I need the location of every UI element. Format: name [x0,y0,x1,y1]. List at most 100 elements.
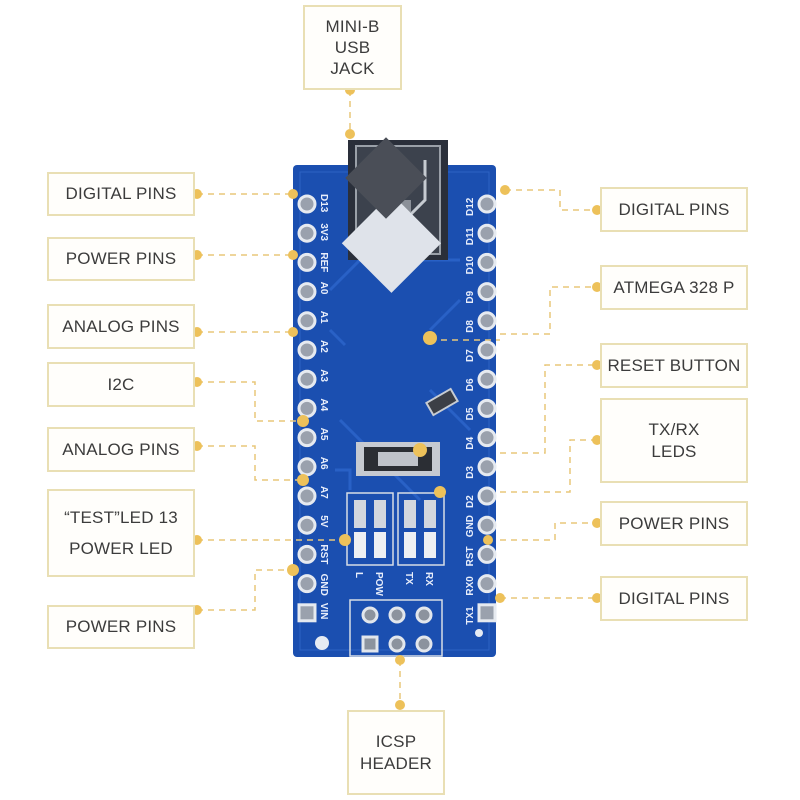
pin-label: A5 [318,428,329,441]
label-text: DIGITAL PINS [618,199,730,219]
pin-pad [297,457,317,477]
pin-pad [477,544,497,564]
pin-label: D10 [465,256,476,275]
pin-pad [297,398,317,418]
pin-label: 3V3 [318,223,329,241]
pin-label: D6 [465,378,476,391]
pin-pad [297,340,317,360]
label-usb-jack: MINI-B USB JACK [303,5,402,90]
label-text: I2C [107,374,135,394]
pin-label: GND [318,574,329,596]
pin-label: GND [465,515,476,537]
pin-pad [297,369,317,389]
label-text: RESET BUTTON [607,355,741,375]
label-left-analog-pins-2: ANALOG PINS [47,427,195,472]
label-text: JACK [330,59,375,79]
pin-label: TX1 [465,606,476,625]
label-text: ANALOG PINS [62,316,180,336]
label-text: LEDS [651,441,697,461]
right-pin-header [477,194,497,623]
label-text: ANALOG PINS [62,439,180,459]
label-right-atmega328p: ATMEGA 328 P [600,265,748,310]
reset-button [356,442,440,476]
pin-pad [477,457,497,477]
pin-pad [477,515,497,535]
pin-label: A1 [318,311,329,324]
pin-pad [477,486,497,506]
pin-pad [297,603,317,623]
pin-pad [477,369,497,389]
pin-label: A4 [318,398,329,411]
label-text: POWER PINS [618,513,730,533]
pin-pad [297,311,317,331]
label-right-digital-pins-bottom: DIGITAL PINS [600,576,748,621]
led-label: POW [373,572,384,596]
label-right-digital-pins-top: DIGITAL PINS [600,187,748,232]
pin-label: D7 [465,349,476,362]
label-text: POWER PINS [65,617,177,637]
label-text: ICSP [375,732,417,752]
label-right-reset-button: RESET BUTTON [600,343,748,388]
pin-label: A0 [318,282,329,295]
pin-pad [477,194,497,214]
pin-label: A3 [318,369,329,382]
label-text: USB [334,37,371,57]
led-label: RX [423,572,434,586]
mounting-hole [475,629,483,637]
label-text: MINI-B [325,16,380,36]
pin-pad [477,603,497,623]
pin-pad [297,544,317,564]
pin-label: A7 [318,486,329,499]
pin-pad [477,574,497,594]
pin-label: D8 [465,320,476,333]
label-left-test-led-power-led: “TEST”LED 13 POWER LED [47,489,195,577]
pin-label: D12 [465,197,476,216]
pin-pad [297,223,317,243]
label-icsp-header: ICSP HEADER [347,710,445,795]
pin-label: RX0 [465,576,476,596]
pin-pad [477,428,497,448]
label-right-power-pins: POWER PINS [600,501,748,546]
led-labels: L POW TX RX [353,572,434,596]
mounting-hole [315,636,329,650]
label-right-tx-rx-leds: TX/RX LEDS [600,398,748,483]
label-text: POWER LED [69,539,173,558]
label-text: POWER PINS [65,249,177,269]
pin-pad [477,223,497,243]
pin-label: REF [318,252,329,272]
pin-pad [477,252,497,272]
pin-label: D13 [318,194,329,213]
label-left-power-pins-bottom: POWER PINS [47,605,195,649]
atmega328p-chip [341,137,442,293]
pin-label: D9 [465,290,476,303]
pin-pad [297,428,317,448]
label-text: DIGITAL PINS [65,184,177,204]
connector-lines [197,90,597,705]
pin-pad [477,311,497,331]
pin-pad [297,515,317,535]
pin-pad [297,194,317,214]
label-text: HEADER [359,753,433,773]
connector-dots [192,85,602,710]
pin-label: D5 [465,407,476,420]
led-label: TX [403,572,414,585]
pin-pad [477,398,497,418]
led-label: L [353,572,364,578]
pin-pad [297,486,317,506]
label-left-i2c: I2C [47,362,195,407]
pin-pad [477,340,497,360]
crystal [425,387,459,417]
pin-label: D11 [465,227,476,245]
pin-pad [477,282,497,302]
pin-label: D2 [465,495,476,508]
pin-label: D3 [465,466,476,479]
pin-label: VIN [318,603,329,620]
icsp-header [349,599,443,657]
pin-label: D4 [465,436,476,449]
pin-pad [297,282,317,302]
pin-label: RST [318,544,329,564]
left-pin-header [297,194,317,623]
